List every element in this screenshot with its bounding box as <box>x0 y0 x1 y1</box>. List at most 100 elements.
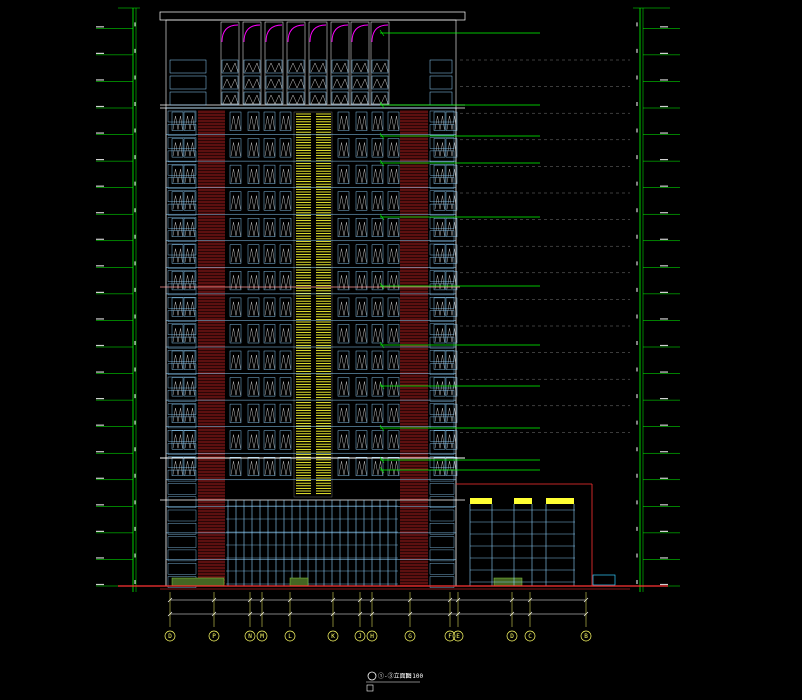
side-strip-window <box>167 283 197 296</box>
crown-window-bay <box>264 21 284 105</box>
crown-window-glyph <box>310 94 327 105</box>
axis-bubble <box>580 630 592 642</box>
title-marker <box>367 671 377 681</box>
tower-window <box>279 430 292 450</box>
tower-window-glyph <box>230 142 241 157</box>
tower-window <box>355 217 368 238</box>
tower-window <box>279 403 292 423</box>
tower-window-glyph <box>372 328 383 343</box>
crown-window <box>265 75 283 90</box>
tower-window <box>279 111 292 131</box>
tower-window-glyph <box>388 169 399 183</box>
tower-window-glyph <box>248 169 259 183</box>
tower-window <box>229 430 242 450</box>
tower-window-glyph <box>230 195 241 210</box>
tower-window-glyph <box>172 328 183 343</box>
tower-window-glyph <box>388 275 399 289</box>
tower-window-glyph <box>388 115 399 130</box>
tower-window-glyph <box>264 169 275 183</box>
tower-window-glyph <box>338 195 349 210</box>
tower-window-glyph <box>280 222 291 236</box>
tower-window <box>171 244 184 264</box>
crown-window <box>243 59 261 74</box>
axis-bubble <box>208 630 220 642</box>
crown-window-bay <box>330 21 350 105</box>
tower-window <box>387 430 400 450</box>
tower-window <box>337 217 350 238</box>
side-strip-window <box>167 124 197 136</box>
side-strip-window <box>429 297 455 309</box>
crown-window <box>221 59 239 74</box>
tower-window-glyph <box>184 169 195 183</box>
tower-window-glyph <box>446 301 457 316</box>
tower-window-glyph <box>338 328 349 343</box>
tower-window <box>355 244 368 264</box>
side-strip-window <box>429 310 455 322</box>
tower-window <box>387 324 400 344</box>
tower-window-glyph <box>434 301 445 316</box>
brick-band-right <box>400 110 428 586</box>
tower-window <box>183 377 196 397</box>
tower-window-glyph <box>388 408 399 422</box>
tower-window-glyph <box>172 115 183 130</box>
tower-window-glyph <box>230 354 241 369</box>
level-lines <box>96 22 680 587</box>
tower-window-glyph <box>172 169 183 183</box>
tower-window-glyph <box>280 169 291 183</box>
tower-window <box>371 403 384 423</box>
tower-window <box>229 244 242 264</box>
side-strip-window <box>429 110 455 123</box>
tower-window <box>279 297 292 317</box>
tower-window-glyph <box>172 354 183 369</box>
axis-bubble <box>444 630 456 642</box>
crown-window-bay <box>370 21 390 105</box>
tower-window-glyph <box>172 142 183 157</box>
tower-window <box>337 191 350 211</box>
crown-arch <box>371 24 389 43</box>
axis-bubble <box>164 630 176 642</box>
tower-window <box>445 456 458 477</box>
leader-tick <box>379 101 385 109</box>
tower-window <box>355 191 368 211</box>
tower-window <box>433 271 446 291</box>
tower-window <box>337 324 350 344</box>
tower-window <box>247 164 260 184</box>
tower-window-glyph <box>356 461 367 475</box>
axis-bubble <box>327 630 339 642</box>
side-strip-window <box>429 163 455 176</box>
tower-window-glyph <box>446 354 457 369</box>
side-strip-window <box>167 110 197 123</box>
crown-window-bay <box>350 21 370 105</box>
crown-side-window <box>429 75 453 90</box>
tower-window <box>171 377 184 397</box>
crown-window <box>287 91 305 106</box>
tower-window-glyph <box>248 408 259 422</box>
side-strip-window <box>429 217 455 229</box>
tower-window <box>263 111 276 131</box>
tower-window <box>337 138 350 158</box>
tower-window <box>337 430 350 450</box>
tower-window <box>387 111 400 131</box>
tower-window-glyph <box>372 354 383 369</box>
tower-window-glyph <box>388 354 399 369</box>
central-band-frame <box>293 111 333 498</box>
tower-window-glyph <box>184 328 195 343</box>
tower-window-glyph <box>434 354 445 369</box>
side-strip-window <box>167 416 197 429</box>
leader-tick <box>379 424 385 432</box>
crown-window <box>351 91 369 106</box>
tower-window <box>183 191 196 211</box>
tower-window <box>263 430 276 450</box>
tower-window-glyph <box>388 142 399 157</box>
tower-window <box>445 217 458 238</box>
tower-window <box>445 430 458 450</box>
tower-window <box>433 430 446 450</box>
tower-window-glyph <box>356 169 367 183</box>
crown-window <box>371 59 389 74</box>
tower-window-glyph <box>356 381 367 396</box>
tower-window-glyph <box>280 195 291 210</box>
tower-window <box>183 217 196 238</box>
axis-bubble <box>366 630 378 642</box>
tower-window <box>263 191 276 211</box>
tower-window-glyph <box>338 434 349 449</box>
